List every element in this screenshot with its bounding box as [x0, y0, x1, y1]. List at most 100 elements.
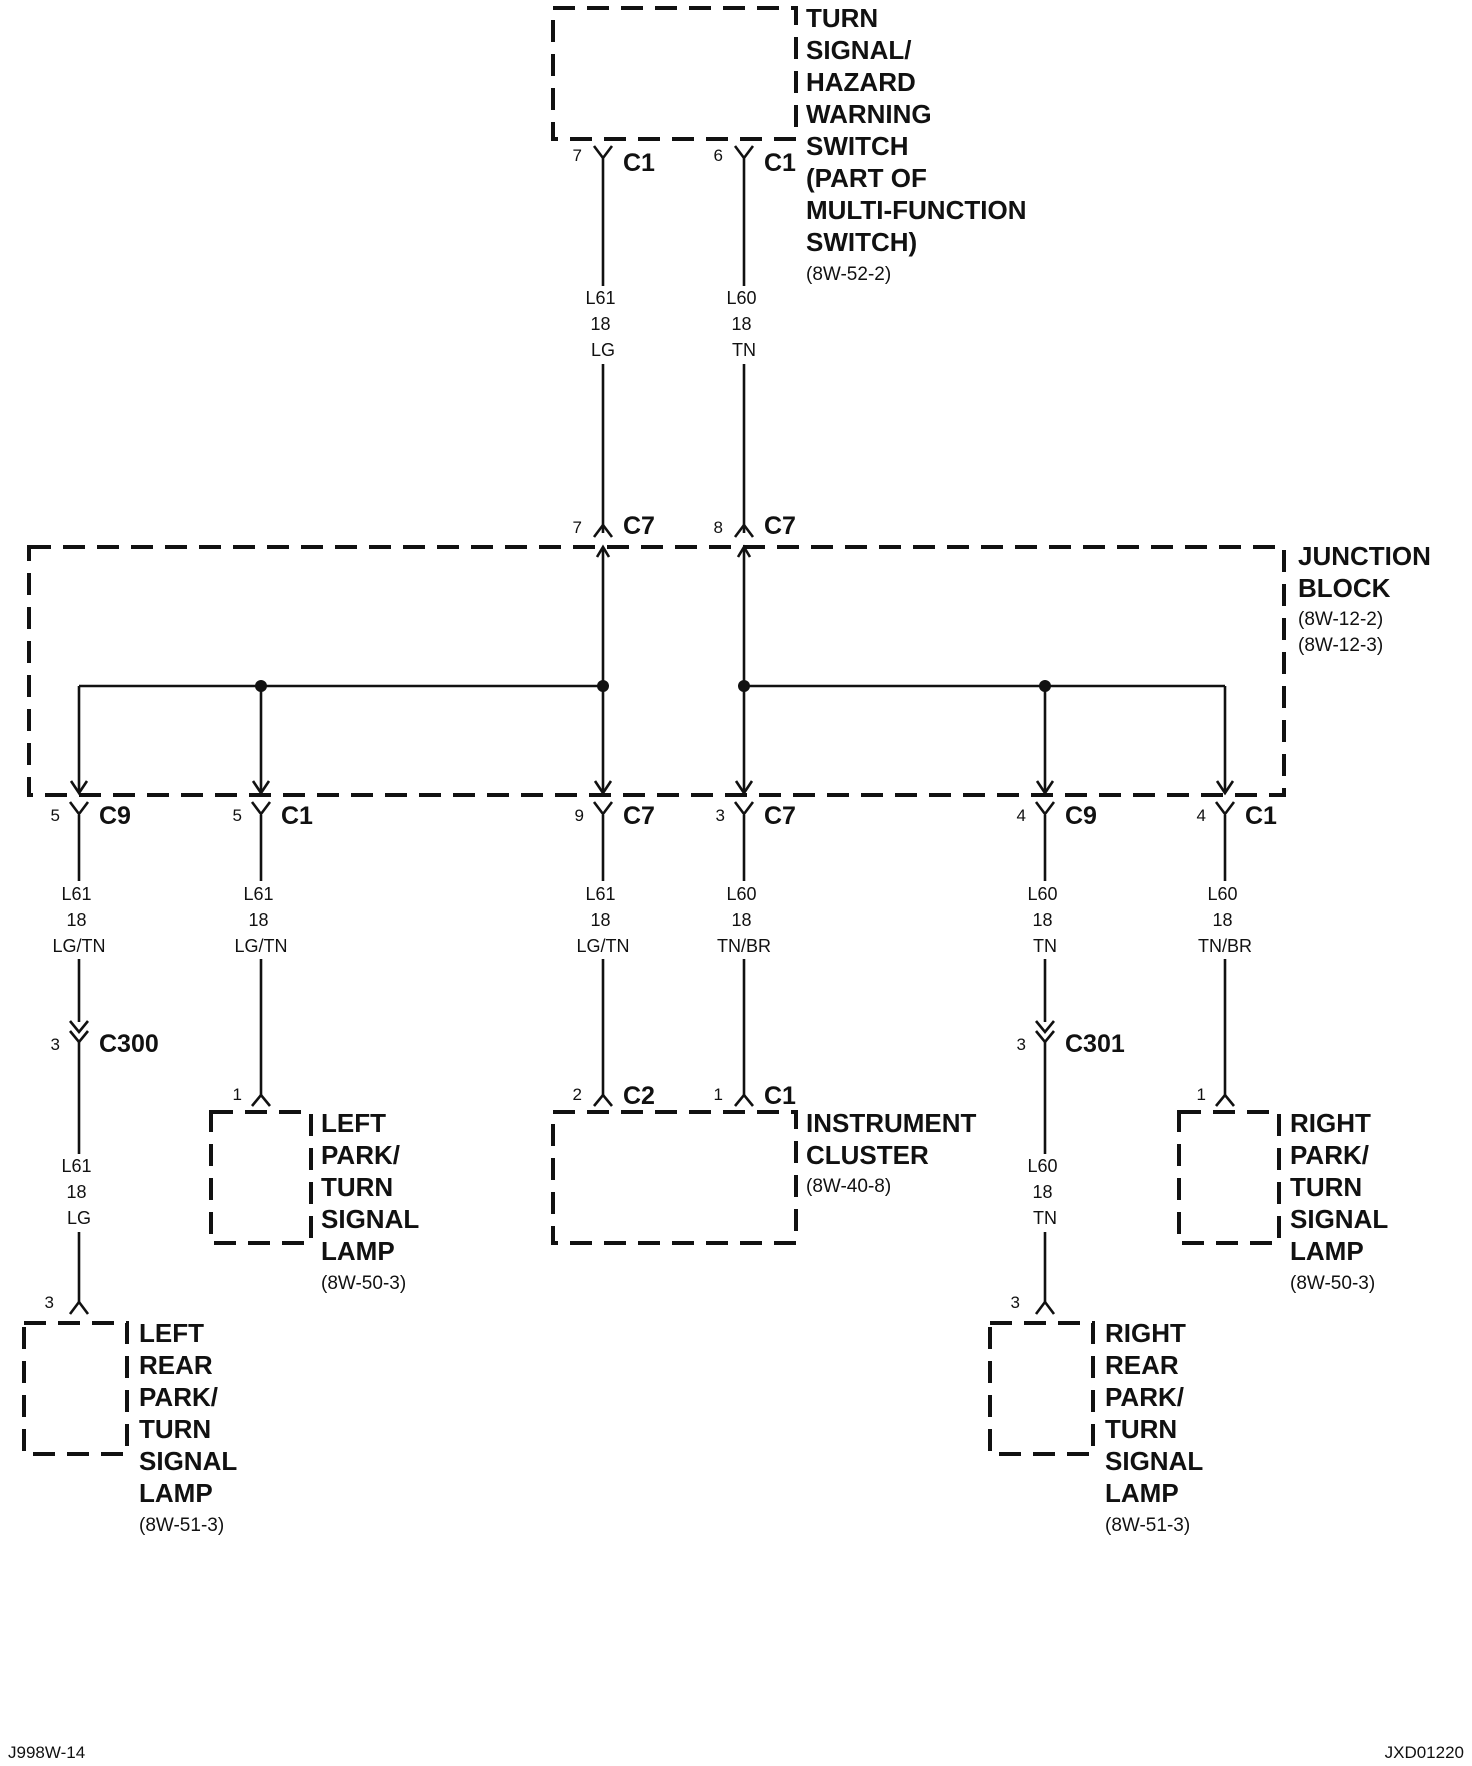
splice-dot: [597, 680, 609, 692]
connector-name: C1: [764, 1082, 796, 1110]
pin-number: 8: [714, 518, 723, 537]
wire-label: L61 18 LG/TN: [52, 884, 105, 956]
arrow-up: [736, 544, 752, 558]
pin-number: 3: [716, 806, 725, 825]
arrow-down: [593, 780, 613, 796]
right-park-turn-lamp-label: RIGHT PARK/ TURN SIGNAL LAMP: [1290, 1108, 1395, 1266]
left-rear-lamp-box: [22, 1321, 129, 1456]
right-rear-lamp-box: [988, 1321, 1095, 1456]
arrow-down: [251, 780, 271, 796]
junction-block-ref: (8W-12-2): [1298, 609, 1383, 630]
wires: [77, 172, 1227, 1302]
arrow-down: [1215, 780, 1235, 796]
pin-number: 3: [1011, 1293, 1020, 1312]
left-rear-lamp-label: LEFT REAR PARK/ TURN SIGNAL LAMP: [139, 1318, 244, 1508]
left-park-turn-lamp-box: [209, 1110, 313, 1245]
left-park-turn-lamp-ref: (8W-50-3): [321, 1273, 406, 1294]
terminal-symbol: [592, 1092, 614, 1107]
terminal-symbol: [733, 145, 755, 172]
arrow-down: [69, 780, 89, 796]
connector-name: C2: [623, 1082, 655, 1110]
connector-name: C9: [99, 802, 131, 830]
terminal-symbol: [733, 1092, 755, 1107]
arrow-down: [1035, 780, 1055, 796]
pin-number: 3: [51, 1035, 60, 1054]
connector-labels: 7 C1 6 C1 7 C7 8 C7 5 C9 5 C1 9 C7 3 C7 …: [45, 146, 1278, 1312]
pin-number: 5: [233, 806, 242, 825]
connector-name: C7: [764, 512, 796, 540]
pin-number: 7: [573, 518, 582, 537]
pin-number: 5: [51, 806, 60, 825]
terminal-symbol: [592, 522, 614, 538]
splice-dot: [255, 680, 267, 692]
connector-name: C7: [623, 802, 655, 830]
terminal-symbol: [68, 801, 90, 817]
pin-number: 3: [45, 1293, 54, 1312]
connector-name: C1: [281, 802, 313, 830]
wire-label: L60 18 TN: [1027, 884, 1062, 956]
wire-label: L61 18 LG/TN: [576, 884, 629, 956]
footer-right-code: JXD01220: [1385, 1743, 1464, 1762]
terminal-symbol: [68, 1299, 90, 1315]
connector-name: C301: [1065, 1030, 1125, 1058]
connector-name: C1: [764, 149, 796, 177]
pin-number: 3: [1017, 1035, 1026, 1054]
inline-connector-symbol: [68, 1020, 90, 1045]
wire-label: L60 18 TN: [726, 288, 761, 360]
terminal-symbol: [592, 801, 614, 817]
turn-signal-switch-box: [551, 6, 798, 141]
instrument-cluster-box: [551, 1110, 798, 1245]
junction-block-ref: (8W-12-3): [1298, 635, 1383, 656]
pin-number: 4: [1197, 806, 1206, 825]
right-park-turn-lamp-ref: (8W-50-3): [1290, 1273, 1375, 1294]
pin-number: 1: [1197, 1085, 1206, 1104]
arrow-down: [734, 780, 754, 796]
connector-name: C1: [1245, 802, 1277, 830]
pin-number: 1: [233, 1085, 242, 1104]
arrow-up: [595, 544, 611, 558]
wire-label: L61 18 LG: [61, 1156, 96, 1228]
right-rear-lamp-ref: (8W-51-3): [1105, 1515, 1190, 1536]
pin-number: 4: [1017, 806, 1026, 825]
connector-name: C300: [99, 1030, 159, 1058]
wire-labels: L61 18 LG L60 18 TN L61 18 LG/TN L61 18 …: [49, 286, 1255, 1232]
splice-dot: [738, 680, 750, 692]
terminal-symbol: [592, 145, 614, 172]
right-rear-lamp-label: RIGHT REAR PARK/ TURN SIGNAL LAMP: [1105, 1318, 1210, 1508]
connector-name: C7: [764, 802, 796, 830]
connector-name: C1: [623, 149, 655, 177]
terminal-symbol: [733, 522, 755, 538]
turn-signal-switch-label: TURN SIGNAL/ HAZARD WARNING SWITCH (PART…: [806, 3, 1034, 257]
left-park-turn-lamp-label: LEFT PARK/ TURN SIGNAL LAMP: [321, 1108, 426, 1266]
splice-dot: [1039, 680, 1051, 692]
wire-label: L61 18 LG: [585, 288, 620, 360]
terminal-symbol: [733, 801, 755, 817]
turn-signal-switch-ref: (8W-52-2): [806, 264, 891, 285]
connector-name: C9: [1065, 802, 1097, 830]
terminal-symbol: [1034, 1299, 1056, 1315]
footer-left-code: J998W-14: [8, 1743, 85, 1762]
junction-block-label: JUNCTION BLOCK: [1298, 541, 1438, 603]
right-park-turn-lamp-box: [1177, 1110, 1281, 1245]
terminal-symbol: [1034, 801, 1056, 817]
wire-label: L61 18 LG/TN: [234, 884, 287, 956]
inline-connector-symbol: [1034, 1020, 1056, 1045]
wire-label: L60 18 TN: [1027, 1156, 1062, 1228]
instrument-cluster-label: INSTRUMENT CLUSTER: [806, 1108, 984, 1170]
wire-label: L60 18 TN/BR: [1198, 884, 1252, 956]
wire-label: L60 18 TN/BR: [717, 884, 771, 956]
pin-number: 2: [573, 1085, 582, 1104]
terminal-symbol: [250, 801, 272, 817]
terminal-symbol: [250, 1092, 272, 1107]
pin-number: 6: [714, 146, 723, 165]
left-rear-lamp-ref: (8W-51-3): [139, 1515, 224, 1536]
pin-number: 7: [573, 146, 582, 165]
connector-name: C7: [623, 512, 655, 540]
pin-number: 9: [575, 806, 584, 825]
pin-number: 1: [714, 1085, 723, 1104]
junction-block-box: [27, 545, 1286, 797]
terminal-symbol: [1214, 801, 1236, 817]
terminal-symbol: [1214, 1092, 1236, 1107]
instrument-cluster-ref: (8W-40-8): [806, 1176, 891, 1197]
